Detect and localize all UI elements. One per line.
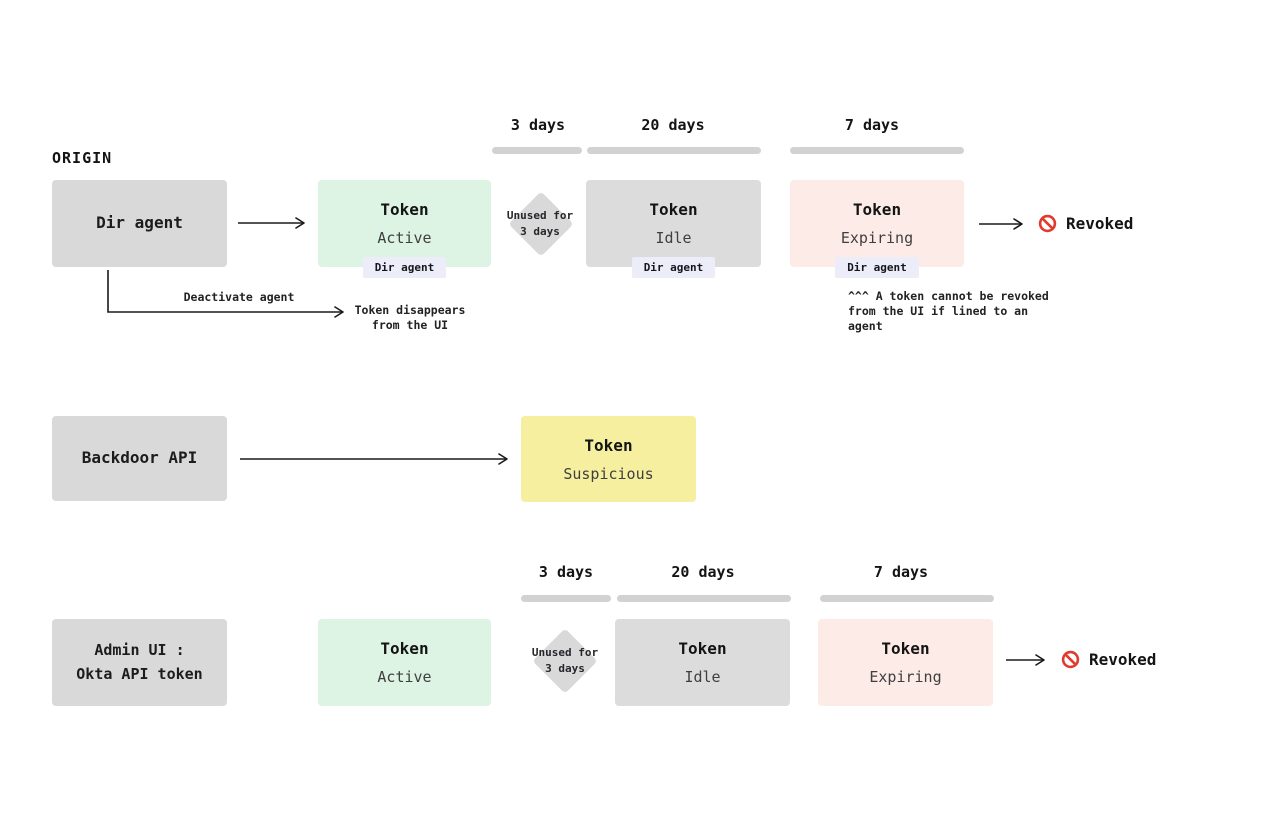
badge-wrap: Dir agent: [318, 257, 491, 278]
deactivate-agent-label: Deactivate agent: [183, 290, 295, 304]
token-box-suspicious: Token Suspicious: [521, 416, 696, 502]
gate-text-bottom: Unused for 3 days: [531, 646, 599, 675]
token-box-active-bottom: Token Active: [318, 619, 491, 706]
token-box-expiring-bottom-state: Expiring: [869, 668, 942, 686]
token-box-active-top: Token Active: [318, 180, 491, 267]
timeline-top-bar-3days: [492, 147, 582, 154]
no-entry-icon: [1061, 650, 1080, 669]
token-disappears-label: Token disappears from the UI: [354, 303, 466, 333]
gate-text-top: Unused for 3 days: [506, 209, 574, 238]
token-box-expiring-top-title: Token: [852, 200, 902, 219]
badge-wrap: Dir agent: [790, 257, 964, 278]
token-box-active-top-title: Token: [380, 200, 429, 219]
token-box-expiring-top: Token Expiring: [790, 180, 964, 267]
badge-dir-agent-expiring: Dir agent: [835, 257, 919, 278]
token-box-active-bottom-title: Token: [380, 639, 429, 658]
timeline-bottom-label-3days: 3 days: [538, 563, 594, 581]
source-box-backdoor-api-label: Backdoor API: [81, 448, 198, 468]
no-entry-icon: [1038, 214, 1057, 233]
source-box-dir-agent-label: Dir agent: [96, 213, 183, 233]
revoked-status-bottom: Revoked: [1061, 650, 1156, 669]
token-box-expiring-bottom: Token Expiring: [818, 619, 993, 706]
source-box-admin-ui-label: Admin UI : Okta API token: [76, 641, 203, 683]
timeline-bottom-bar-3days: [521, 595, 611, 602]
timeline-top-label-7days: 7 days: [844, 116, 900, 134]
timeline-top-bar-20days: [587, 147, 761, 154]
token-box-active-bottom-state: Active: [377, 668, 432, 686]
badge-wrap: Dir agent: [586, 257, 761, 278]
timeline-bottom-label-7days: 7 days: [873, 563, 929, 581]
token-box-idle-top-title: Token: [649, 200, 698, 219]
badge-dir-agent-active: Dir agent: [362, 257, 447, 278]
token-box-idle-bottom-state: Idle: [684, 668, 721, 686]
token-box-suspicious-state: Suspicious: [563, 464, 654, 483]
source-box-backdoor-api: Backdoor API: [52, 416, 227, 501]
badge-dir-agent-idle: Dir agent: [631, 257, 716, 278]
timeline-bottom-bar-20days: [617, 595, 791, 602]
timeline-top-bar-7days: [790, 147, 964, 154]
token-box-idle-bottom: Token Idle: [615, 619, 790, 706]
timeline-top-label-3days: 3 days: [510, 116, 566, 134]
timeline-bottom-bar-7days: [820, 595, 994, 602]
timeline-bottom-label-20days: 20 days: [671, 563, 735, 581]
revoked-status-top: Revoked: [1038, 214, 1133, 233]
origin-heading: ORIGIN: [52, 149, 113, 167]
token-box-idle-bottom-title: Token: [678, 639, 727, 658]
token-box-expiring-top-state: Expiring: [840, 229, 914, 247]
revoked-label-bottom: Revoked: [1089, 650, 1157, 669]
token-box-idle-top: Token Idle: [586, 180, 761, 267]
revoked-label-top: Revoked: [1066, 214, 1134, 233]
token-box-active-top-state: Active: [377, 229, 432, 247]
token-box-expiring-bottom-title: Token: [881, 639, 930, 658]
token-box-idle-top-state: Idle: [655, 229, 692, 247]
revoke-restriction-note: ^^^ A token cannot be revoked from the U…: [848, 289, 1049, 334]
timeline-top-label-20days: 20 days: [641, 116, 705, 134]
token-box-suspicious-title: Token: [584, 435, 633, 455]
source-box-dir-agent: Dir agent: [52, 180, 227, 267]
source-box-admin-ui: Admin UI : Okta API token: [52, 619, 227, 706]
